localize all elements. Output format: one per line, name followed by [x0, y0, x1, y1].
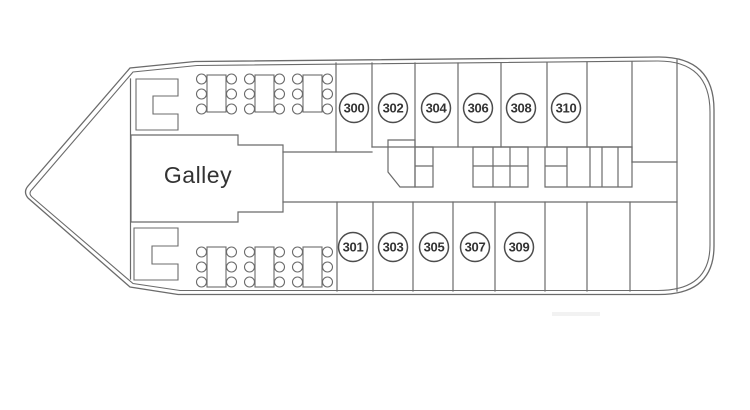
cabin-number-circle	[337, 231, 369, 263]
chair	[273, 276, 286, 288]
cabin-number-circle	[503, 231, 535, 263]
cabin-number-circle	[377, 231, 409, 263]
chair	[243, 73, 256, 85]
chair	[291, 88, 304, 100]
cabin-number-circle	[550, 92, 582, 124]
chair	[321, 246, 334, 258]
chair	[243, 103, 256, 115]
chair	[195, 73, 208, 85]
chair	[243, 88, 256, 100]
dining-areas	[195, 73, 334, 288]
dining-table-group	[195, 246, 238, 288]
chair	[225, 246, 238, 258]
cabin-number-circle	[505, 92, 537, 124]
compartment-pentagon	[387, 139, 416, 188]
dining-table-group	[291, 246, 334, 288]
cabin-300-badge: 300	[338, 92, 370, 124]
table	[206, 246, 227, 288]
dining-table-group	[291, 73, 334, 115]
chair	[321, 73, 334, 85]
cabin-number-label: 308	[511, 101, 532, 116]
table	[206, 74, 227, 113]
table	[302, 246, 323, 288]
cabin-number-label: 304	[426, 101, 448, 116]
cabin-number-label: 309	[509, 240, 530, 255]
cabin-number-label: 306	[468, 101, 489, 116]
dining-area-top	[195, 73, 334, 115]
cabin-walls-bottom	[282, 201, 678, 292]
compartment-c	[544, 146, 633, 188]
chair	[291, 261, 304, 273]
cabin-number-circle	[459, 231, 491, 263]
table	[302, 74, 323, 113]
chair	[225, 103, 238, 115]
chair	[225, 73, 238, 85]
chair	[291, 103, 304, 115]
cabin-number-circle	[418, 231, 450, 263]
chair	[273, 73, 286, 85]
cabin-number-circle	[338, 92, 370, 124]
cabin-307-badge: 307	[459, 231, 491, 263]
chair	[195, 103, 208, 115]
cabin-number-label: 300	[344, 101, 365, 116]
chair	[195, 261, 208, 273]
cabin-number-label: 302	[383, 101, 404, 116]
midship-compartments	[387, 139, 633, 188]
chair	[195, 246, 208, 258]
chair	[225, 261, 238, 273]
chair	[225, 88, 238, 100]
table	[254, 74, 275, 113]
compartment-b	[472, 146, 529, 188]
cabin-number-circle	[420, 92, 452, 124]
cabin-number-circle	[462, 92, 494, 124]
chair	[321, 103, 334, 115]
dining-area-bottom	[195, 246, 334, 288]
chair	[273, 88, 286, 100]
galley-room	[130, 134, 284, 223]
chair	[225, 276, 238, 288]
cabin-number-label: 305	[424, 240, 445, 255]
table	[254, 246, 275, 288]
chair	[321, 276, 334, 288]
galley-label: Galley	[164, 162, 232, 188]
cabin-303-badge: 303	[377, 231, 409, 263]
chair	[291, 73, 304, 85]
dining-table-group	[195, 73, 238, 115]
cabin-number-label: 310	[556, 101, 577, 116]
cabin-301-badge: 301	[337, 231, 369, 263]
compartment-a	[414, 146, 434, 188]
chair	[291, 276, 304, 288]
stairs-forward-top	[135, 78, 179, 131]
chair	[321, 88, 334, 100]
chair	[273, 261, 286, 273]
cabin-number-label: 301	[343, 240, 364, 255]
dining-table-group	[243, 246, 286, 288]
cabin-310-badge: 310	[550, 92, 582, 124]
hull-outline-inner	[29, 60, 711, 292]
chair	[195, 276, 208, 288]
cabin-number-label: 307	[465, 240, 486, 255]
chair	[243, 246, 256, 258]
cabin-306-badge: 306	[462, 92, 494, 124]
cabin-number-circle	[377, 92, 409, 124]
chair	[243, 276, 256, 288]
chair	[195, 88, 208, 100]
dining-table-group	[243, 73, 286, 115]
cabin-305-badge: 305	[418, 231, 450, 263]
chair	[273, 103, 286, 115]
cabin-308-badge: 308	[505, 92, 537, 124]
stairs-forward-bottom	[133, 227, 179, 281]
chair	[321, 261, 334, 273]
chair	[273, 246, 286, 258]
chair	[291, 246, 304, 258]
chair	[243, 261, 256, 273]
cabin-309-badge: 309	[503, 231, 535, 263]
cabin-302-badge: 302	[377, 92, 409, 124]
cabin-304-badge: 304	[420, 92, 452, 124]
cabin-number-badges: 300 302 304 306 308 310 301 303 305 307 309	[337, 92, 582, 263]
cabin-number-label: 303	[383, 240, 404, 255]
